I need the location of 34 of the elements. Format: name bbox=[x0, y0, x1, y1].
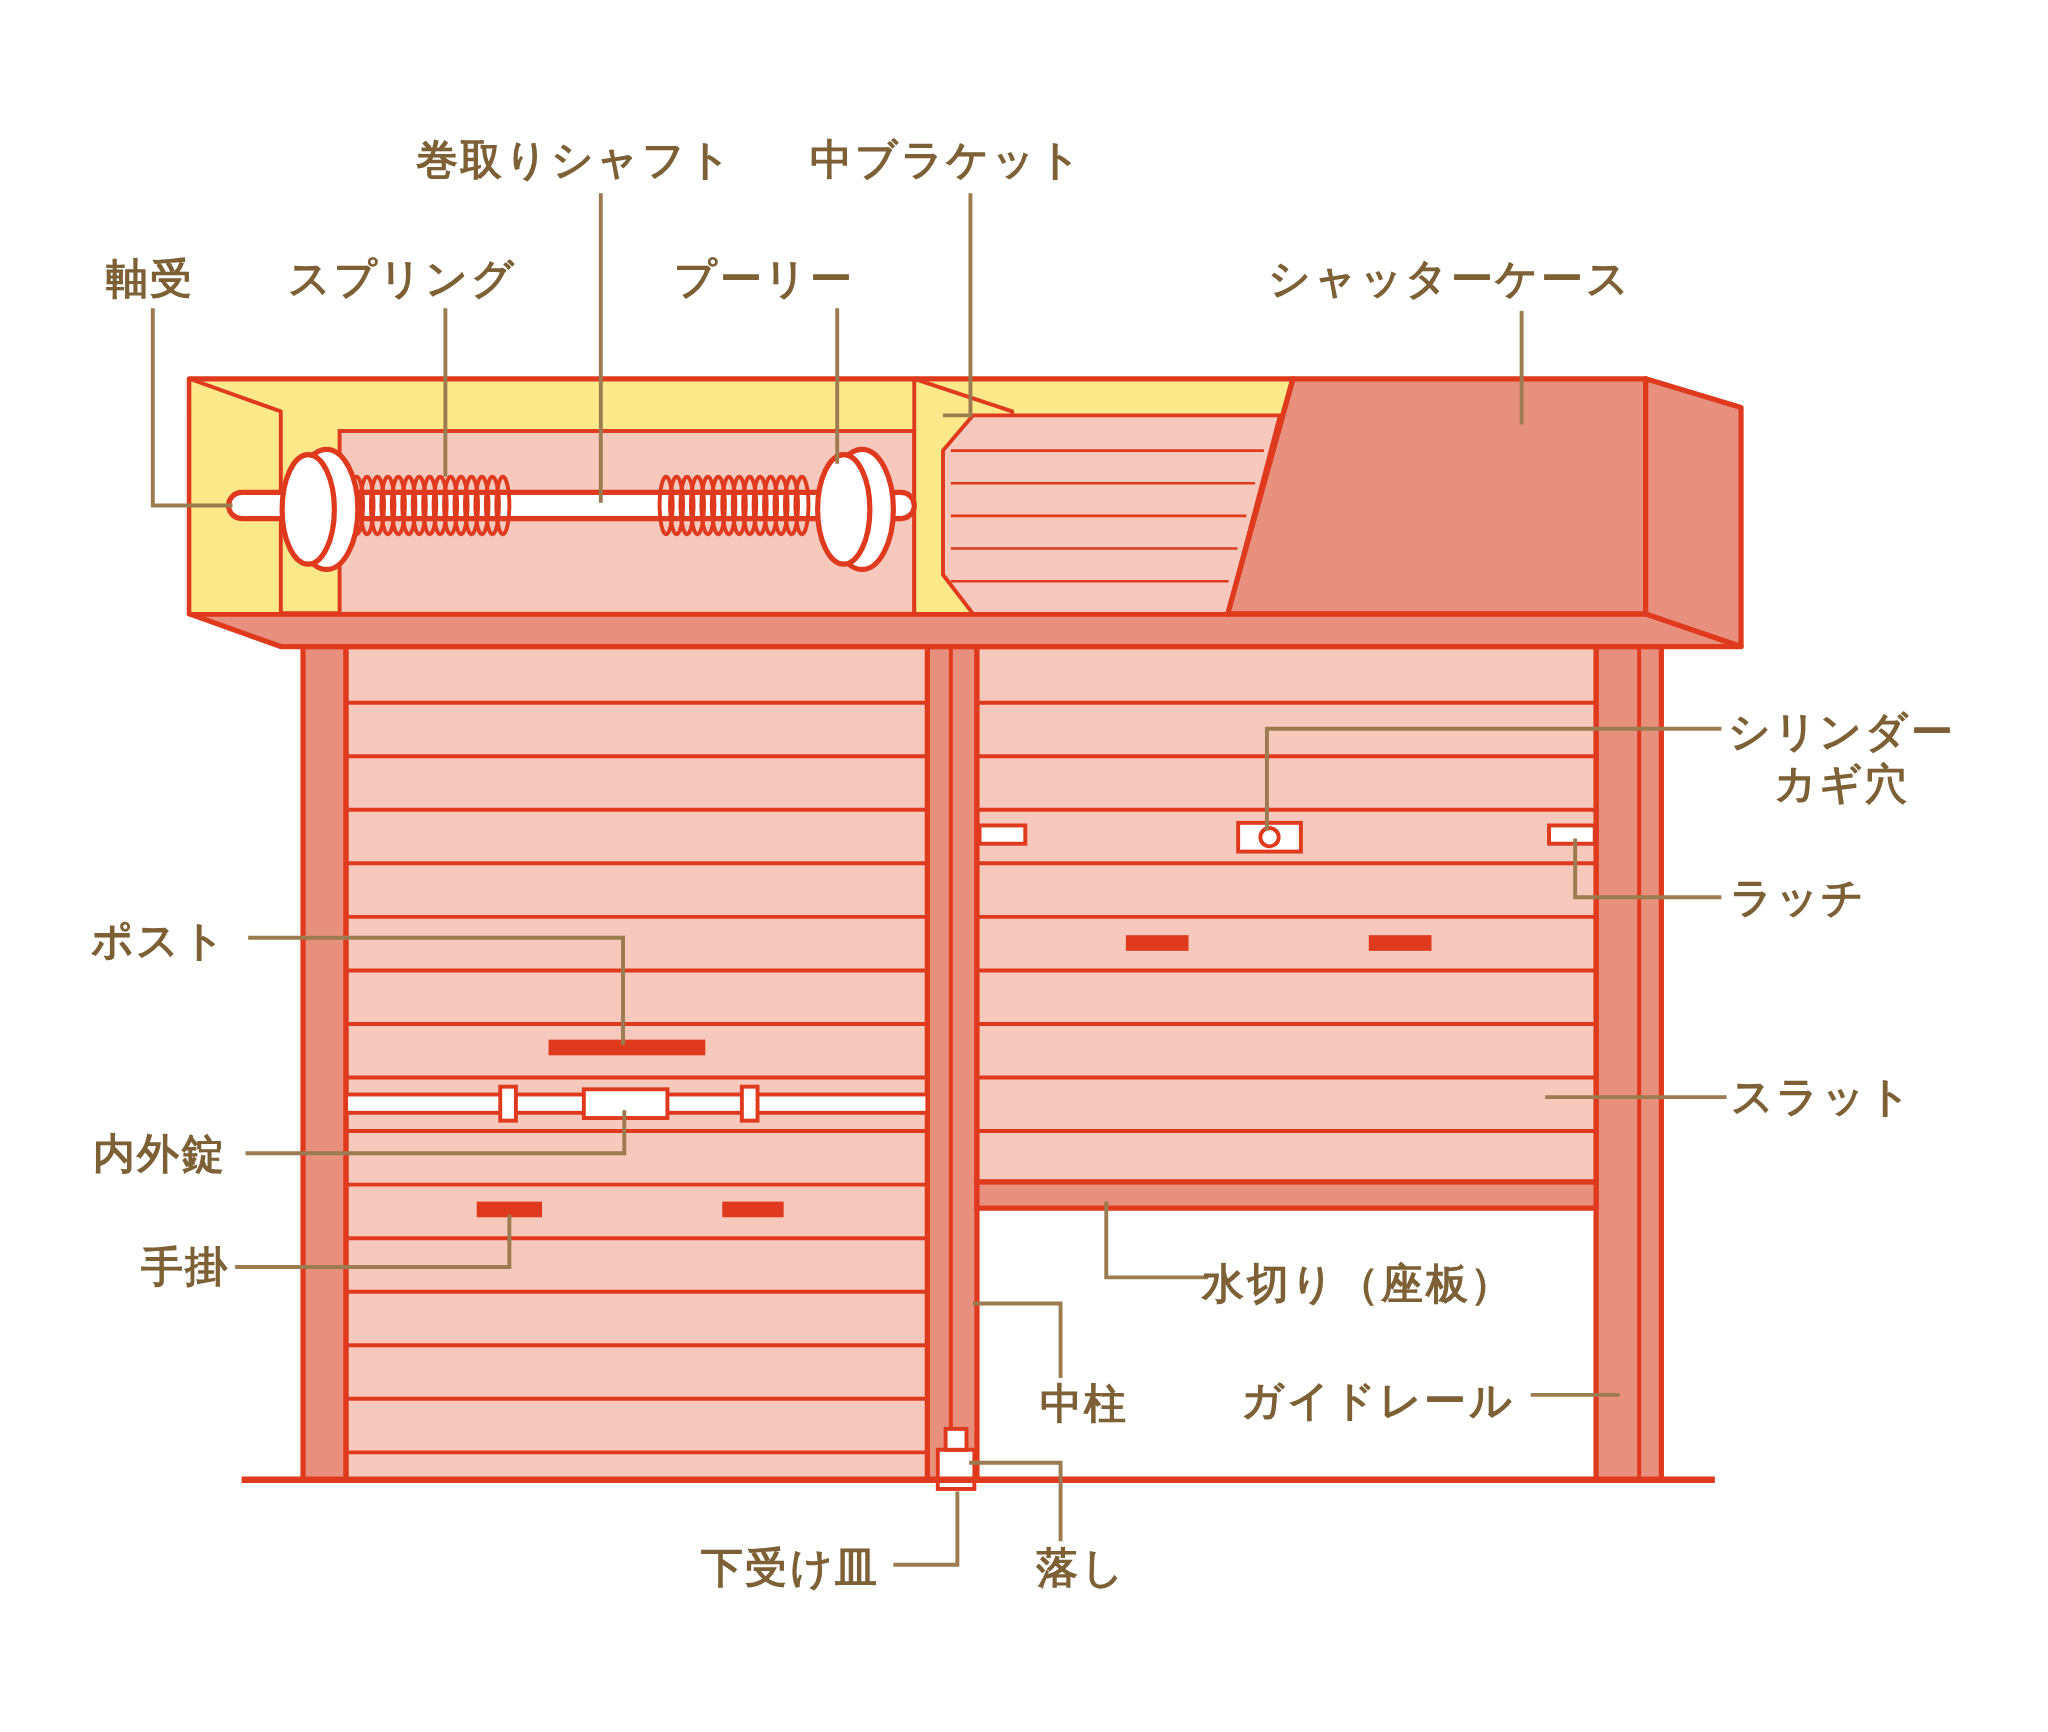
leader-line bbox=[943, 193, 973, 418]
part-label: シリンダーカギ穴 bbox=[1717, 705, 1966, 810]
leader-line bbox=[1104, 1201, 1209, 1280]
part-label: スプリング bbox=[288, 252, 517, 305]
leader-line bbox=[150, 308, 233, 508]
part-label: 水切り（座板） bbox=[1202, 1257, 1515, 1310]
part-label: スラット bbox=[1730, 1071, 1914, 1124]
leader-line bbox=[973, 1301, 1063, 1378]
leader-line bbox=[1519, 310, 1524, 425]
leader-line bbox=[245, 1110, 627, 1156]
part-label: ガイドレール bbox=[1241, 1374, 1515, 1427]
part-label: 中柱 bbox=[1039, 1377, 1129, 1431]
part-label: 手掛 bbox=[141, 1240, 230, 1294]
leader-line bbox=[969, 1460, 1063, 1542]
part-label: 内外錠 bbox=[92, 1127, 226, 1180]
part-label: 中ブラケット bbox=[810, 133, 1084, 186]
leader-line bbox=[1573, 838, 1722, 900]
part-label: ポスト bbox=[90, 914, 228, 967]
leader-line bbox=[1264, 726, 1722, 831]
part-label: 巻取りシャフト bbox=[416, 133, 734, 186]
part-label: 下受け皿 bbox=[700, 1541, 880, 1594]
part-label: シャッターケース bbox=[1268, 252, 1632, 305]
leader-line bbox=[1530, 1392, 1620, 1397]
leader-line bbox=[443, 308, 448, 477]
leader-line bbox=[235, 1214, 512, 1269]
part-label: プーリー bbox=[673, 252, 855, 305]
leader-line bbox=[248, 935, 625, 1045]
leader-line bbox=[1545, 1095, 1727, 1100]
part-label: ラッチ bbox=[1729, 871, 1868, 924]
leader-line bbox=[835, 308, 840, 464]
leader-line bbox=[598, 193, 603, 503]
leader-line bbox=[893, 1491, 960, 1567]
part-label: 落し bbox=[1036, 1541, 1127, 1594]
part-label: 軸受 bbox=[105, 252, 195, 305]
